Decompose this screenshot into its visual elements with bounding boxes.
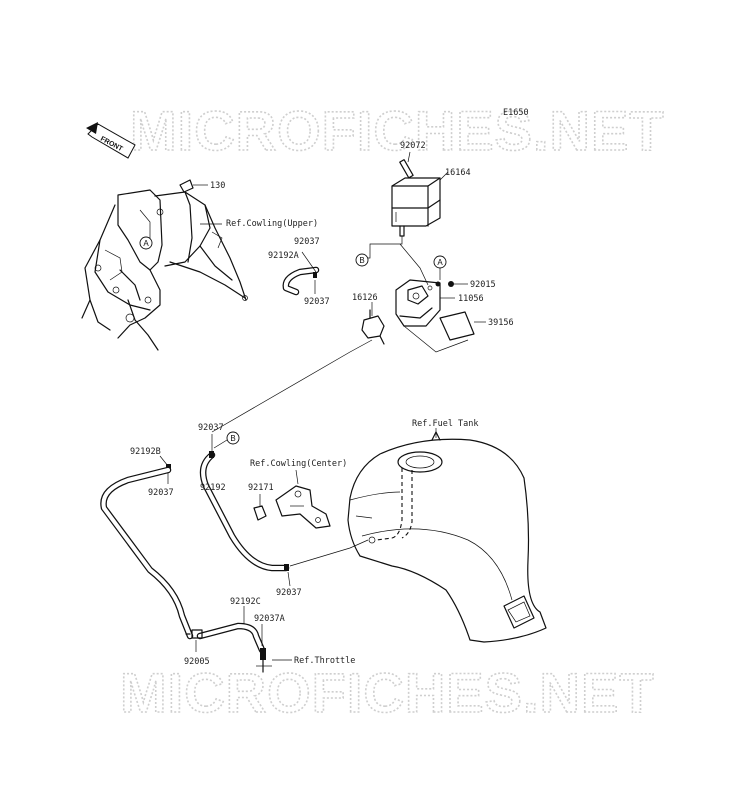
bracket-11056 [395,279,441,327]
cowling-center-bracket [275,485,331,529]
callout-92037-c: 92037 [198,423,224,433]
callout-ref-throttle: Ref.Throttle [294,656,355,666]
label-sticker-39156 [439,311,475,341]
clip-92171 [253,505,267,521]
callout-ref-cowling-center: Ref.Cowling(Center) [250,459,347,469]
joint-92005 [185,629,203,639]
callout-92037-b: 92037 [304,297,330,307]
callout-39156: 39156 [488,318,514,328]
leader-line-main [211,339,373,433]
frame-assembly [81,179,248,351]
callout-92005: 92005 [184,657,210,667]
hose-92192 [199,451,290,572]
canister-16164 [391,159,441,237]
ref-marker-b-lower: B [226,431,240,445]
leader-to-tank [289,539,369,567]
callout-92171: 92171 [248,483,274,493]
svg-text:B: B [230,434,235,443]
callout-92072: 92072 [400,141,426,151]
ref-marker-b-upper: B [355,253,369,267]
svg-text:A: A [143,239,149,248]
callout-92015: 92015 [470,280,496,290]
callout-130: 130 [210,181,225,191]
fuel-tank [347,431,547,643]
svg-text:A: A [437,258,443,267]
valve-16126 [361,309,385,345]
hose-92192B [100,466,194,640]
callout-92037A: 92037A [254,614,285,624]
callout-92192C: 92192C [230,597,261,607]
hose-92192A [282,266,320,296]
throttle-fitting [256,648,272,673]
callout-92037-d: 92037 [148,488,174,498]
callout-ref-fuel-tank: Ref.Fuel Tank [412,419,479,429]
callout-ref-cowling-upper: Ref.Cowling(Upper) [226,219,318,229]
watermark-bottom: MICROFICHES.NET [120,661,655,724]
watermark-top: MICROFICHES.NET [130,99,665,162]
diagram-code: E1650 [503,108,529,118]
callout-92192B: 92192B [130,447,161,457]
ref-marker-a-bracket: A [433,255,447,269]
callout-11056: 11056 [458,294,484,304]
svg-text:B: B [359,256,364,265]
callout-92192A: 92192A [268,251,299,261]
hose-92192C [196,622,266,654]
front-arrow-icon: FRONT [86,122,136,159]
callout-16126: 16126 [352,293,378,303]
ref-marker-a-frame: A [139,236,153,250]
callout-16164: 16164 [445,168,471,178]
callout-92192: 92192 [200,483,226,493]
callout-92037-a: 92037 [294,237,320,247]
callout-92037-e: 92037 [276,588,302,598]
